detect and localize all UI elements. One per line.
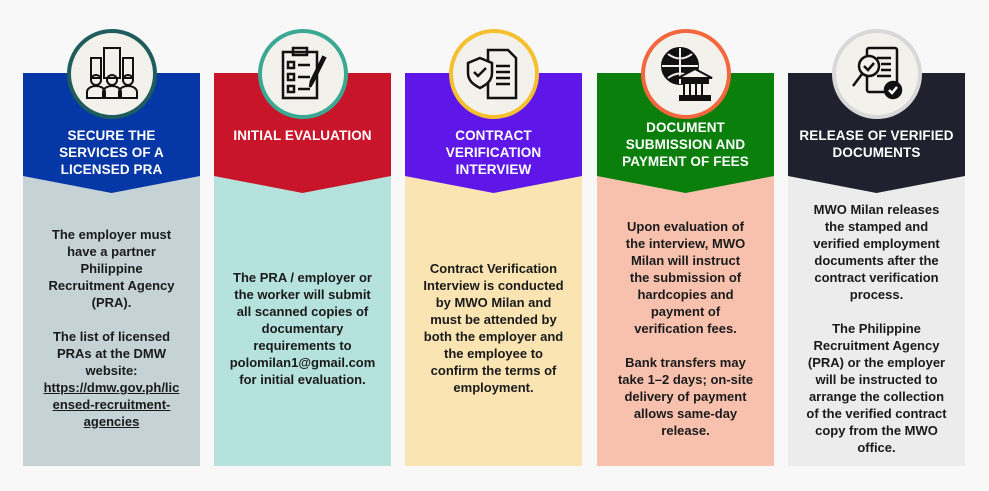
step-2-initial-evaluation: INITIAL EVALUATION The PRA / employer or…	[214, 29, 391, 466]
step-paragraph: The employer must have a partner Philipp…	[48, 227, 175, 310]
step-paragraph: MWO Milan releases the stamped and verif…	[813, 201, 940, 302]
step-paragraph: The PRA / employer or the worker will su…	[229, 269, 376, 387]
globe-bank-icon	[640, 29, 731, 119]
magnifier-document-check-icon	[831, 29, 922, 119]
dmw-licensed-agencies-link[interactable]: https://dmw.gov.ph/lic ensed-recruitment…	[43, 380, 180, 429]
shield-document-icon	[448, 29, 539, 119]
step-description: Upon evaluation of the interview, MWO Mi…	[603, 198, 768, 458]
step-title: SECURE THE SERVICES OF A LICENSED PRA	[59, 128, 164, 177]
step-3-contract-verification: CONTRACT VERIFICATION INTERVIEW Contract…	[405, 29, 582, 466]
office-buildings-people-icon	[66, 29, 157, 119]
step-description: MWO Milan releases the stamped and verif…	[794, 198, 959, 458]
step-paragraph: Upon evaluation of the interview, MWO Mi…	[625, 218, 746, 336]
step-paragraph: The Philippine Recruitment Agency (PRA) …	[806, 320, 947, 455]
step-5-release-documents: RELEASE OF VERIFIED DOCUMENTS MWO Milan …	[788, 29, 965, 466]
step-title: RELEASE OF VERIFIED DOCUMENTS	[799, 128, 954, 160]
step-description: Contract Verification Interview is condu…	[411, 198, 576, 458]
step-paragraph: Contract Verification Interview is condu…	[423, 261, 564, 395]
step-description: The PRA / employer or the worker will su…	[220, 198, 385, 458]
step-paragraph-text: The list of licensed PRAs at the DMW web…	[52, 329, 171, 378]
step-1-secure-pra: SECURE THE SERVICES OF A LICENSED PRA Th…	[23, 29, 200, 466]
clipboard-checklist-icon	[257, 29, 348, 119]
step-title: CONTRACT VERIFICATION INTERVIEW	[445, 128, 542, 177]
step-title: INITIAL EVALUATION	[233, 128, 372, 143]
step-description: The employer must have a partner Philipp…	[29, 198, 194, 458]
step-title: DOCUMENT SUBMISSION AND PAYMENT OF FEES	[622, 120, 749, 169]
step-4-document-submission-payment: DOCUMENT SUBMISSION AND PAYMENT OF FEES …	[597, 29, 774, 466]
step-paragraph: Bank transfers may take 1–2 days; on-sit…	[617, 354, 754, 438]
step-paragraph: The list of licensed PRAs at the DMW web…	[44, 328, 180, 430]
